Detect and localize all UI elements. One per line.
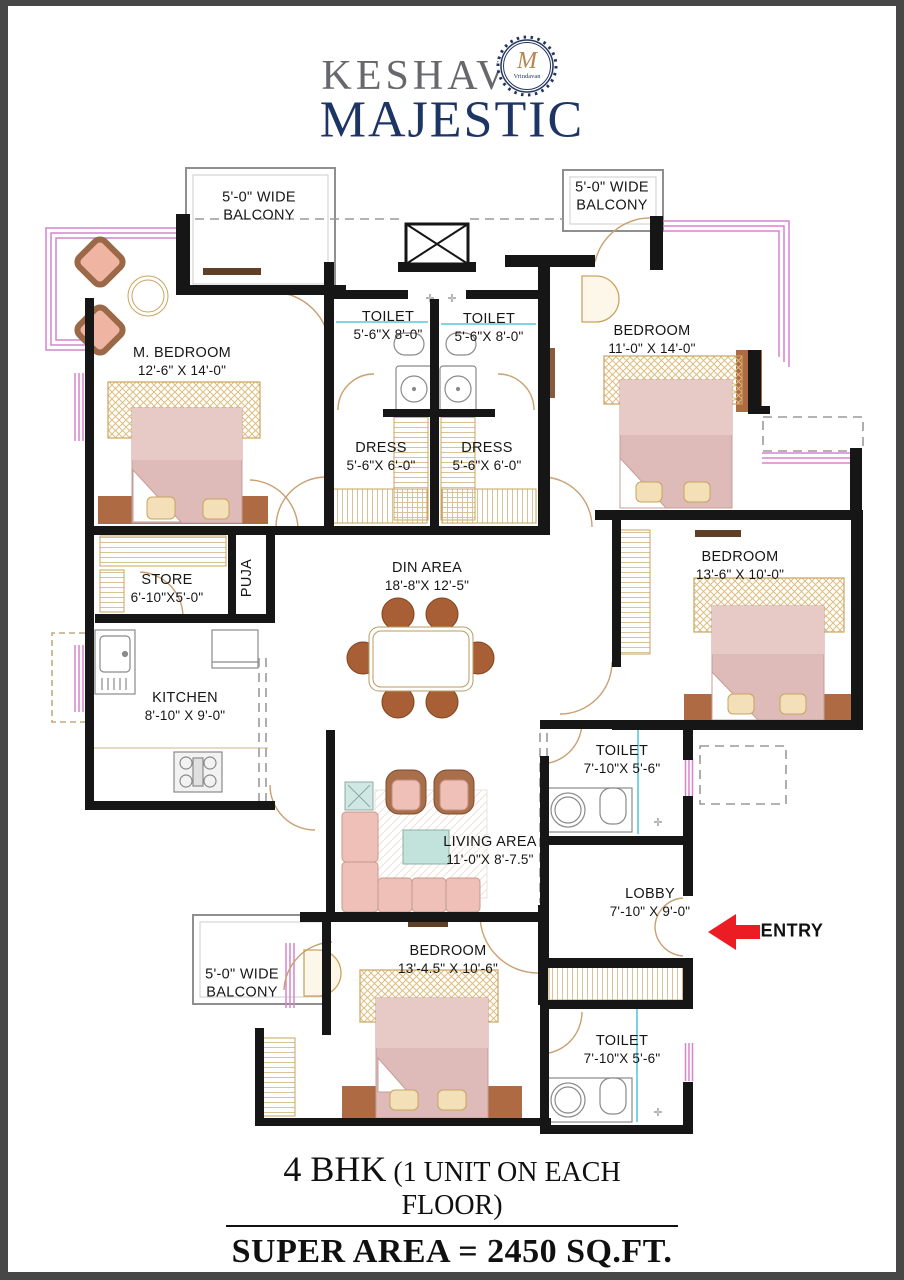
brand-badge: M Vrindavan <box>495 34 559 98</box>
unit-note: (1 UNIT ON EACH FLOOR) <box>386 1157 621 1221</box>
unit-type-line: 4 BHK (1 UNIT ON EACH FLOOR) <box>226 1148 678 1227</box>
kitchen-fixtures <box>92 629 268 793</box>
toilet-fixtures <box>393 332 633 1123</box>
elevator-shaft <box>404 222 470 266</box>
entry-label: ENTRY <box>760 920 824 941</box>
badge-monogram: M <box>516 48 539 74</box>
room-label-puja: PUJA <box>239 558 256 598</box>
plumbing-glyphs: ✛ ✛ ✛ ✛ <box>425 292 662 1119</box>
unit-type: 4 BHK <box>283 1149 387 1189</box>
svg-text:✛: ✛ <box>447 292 456 305</box>
super-area: SUPER AREA = 2450 SQ.FT. <box>231 1233 673 1270</box>
living-set <box>341 769 488 927</box>
entry-arrow-icon <box>708 914 760 950</box>
svg-text:✛: ✛ <box>653 1106 662 1119</box>
cyan-lines <box>336 321 639 1122</box>
svg-text:✛: ✛ <box>425 292 434 305</box>
walls <box>85 214 863 1134</box>
dining-set <box>346 597 495 719</box>
railing-lines <box>45 220 850 1081</box>
brand-name-top: KESHAV <box>321 53 511 99</box>
footer: 4 BHK (1 UNIT ON EACH FLOOR) SUPER AREA … <box>226 1148 678 1271</box>
badge-medallion-icon: M Vrindavan <box>496 35 558 97</box>
brand-name-bottom: MAJESTIC <box>319 91 585 149</box>
svg-text:✛: ✛ <box>653 816 662 829</box>
badge-sub-text: Vrindavan <box>513 73 541 80</box>
